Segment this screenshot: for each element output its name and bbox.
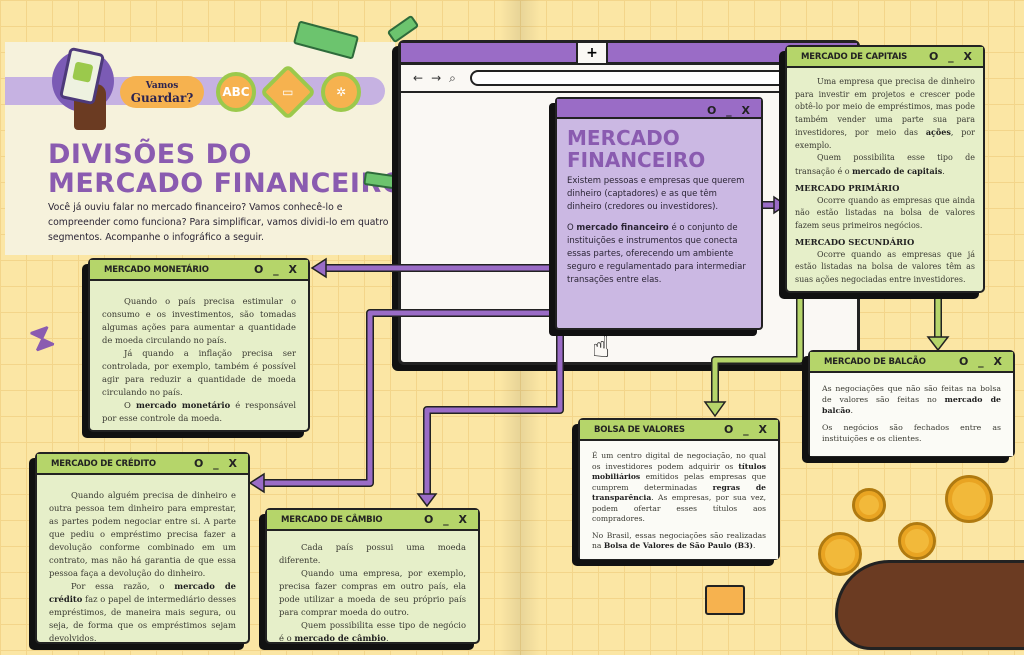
new-tab-button[interactable]: + xyxy=(576,41,608,63)
coin-icon xyxy=(818,532,862,576)
window-mercado-credito: MERCADO DE CRÉDITO O _ X Quando alguém pr… xyxy=(35,452,250,644)
paragraph: É um centro digital de negociação, no qu… xyxy=(592,451,766,523)
folder-icon xyxy=(705,585,745,615)
window-mercado-cambio: MERCADO DE CÂMBIO O _ X Cada país possui … xyxy=(265,508,480,644)
window-controls[interactable]: O _ X xyxy=(254,263,300,276)
open-hand-illustration xyxy=(835,560,1024,650)
paragraph: O mercado monetário é responsável por es… xyxy=(102,400,297,423)
window-controls[interactable]: O _ X xyxy=(724,423,770,436)
section-label-line2: Guardar? xyxy=(130,91,194,105)
window-controls[interactable]: O _ X xyxy=(959,355,1005,368)
window-title: MERCADO DE BALCÃO xyxy=(824,356,926,367)
search-icon[interactable]: ⌕ xyxy=(449,70,456,85)
abc-icon: ABC xyxy=(216,72,256,112)
financeiro-paragraph: Existem pessoas e empresas que querem di… xyxy=(567,176,745,212)
financeiro-title-line1: MERCADO xyxy=(567,126,680,150)
window-bolsa-de-valores: BOLSA DE VALORES O _ X É um centro digita… xyxy=(578,418,780,560)
coin-icon xyxy=(945,475,993,523)
window-title: MERCADO MONETÁRIO xyxy=(104,264,209,275)
window-title: MERCADO DE CÂMBIO xyxy=(281,514,383,525)
paragraph: As negociações que não são feitas na bol… xyxy=(822,384,1001,415)
window-titlebar: O _ X xyxy=(557,99,761,119)
window-mercado-monetario: MERCADO MONETÁRIO O _ X Quando o país pre… xyxy=(88,258,310,432)
window-mercado-capitais: MERCADO DE CAPITAIS O _ X Uma empresa que… xyxy=(785,45,985,293)
subheading-secundario: MERCADO SECUNDÁRIO xyxy=(795,237,915,247)
window-title: BOLSA DE VALORES xyxy=(594,424,685,435)
paragraph: Quando uma empresa, por exemplo, precisa… xyxy=(279,568,466,617)
paragraph: Quem possibilita esse tipo de transação … xyxy=(795,153,975,176)
arrow-to-cambio xyxy=(424,320,563,498)
paragraph: Quem possibilita esse tipo de negócio é … xyxy=(279,620,466,643)
paragraph: Ocorre quando as empresas que já estão l… xyxy=(795,249,975,284)
coin-icon xyxy=(852,488,886,522)
back-arrow-icon[interactable]: ← xyxy=(413,71,424,85)
arrow-to-bolsa xyxy=(712,292,803,405)
paragraph: Por essa razão, o mercado de crédito faz… xyxy=(49,581,237,643)
window-controls[interactable]: O _ X xyxy=(707,104,753,117)
paragraph: Quando o país precisa estimular o consum… xyxy=(102,296,296,345)
title-line2: MERCADO FINANCEIRO xyxy=(48,168,406,199)
paragraph: Ocorre quando as empresas que ainda não … xyxy=(795,195,975,230)
abc-badge-text: ABC xyxy=(222,85,250,99)
browser-tabbar: + xyxy=(401,41,857,65)
subheading-primario: MERCADO PRIMÁRIO xyxy=(795,183,900,193)
paragraph: Cada país possui uma moeda diferente. xyxy=(279,542,466,565)
window-mercado-balcao: MERCADO DE BALCÃO O _ X As negociações qu… xyxy=(808,350,1015,457)
pointer-hand-icon: ☝ xyxy=(592,330,611,365)
paragraph: Os negócios são fechados entre as instit… xyxy=(822,423,1001,443)
paragraph: No Brasil, essas negociações são realiza… xyxy=(592,530,766,551)
coin-icon xyxy=(898,522,936,560)
window-controls[interactable]: O _ X xyxy=(194,457,240,470)
arrow-to-credito xyxy=(258,310,560,486)
paragraph: Já quando a inflação precisa ser control… xyxy=(102,348,296,397)
section-label-line1: Vamos xyxy=(145,81,179,91)
window-title: MERCADO DE CAPITAIS xyxy=(801,51,908,62)
paragraph: Quando alguém precisa de dinheiro e outr… xyxy=(49,490,236,578)
window-controls[interactable]: O _ X xyxy=(424,513,470,526)
window-controls[interactable]: O _ X xyxy=(929,50,975,63)
financeiro-paragraph: O mercado financeiro é o conjunto de ins… xyxy=(567,223,746,285)
intro-text: Você já ouviu falar no mercado financeir… xyxy=(48,202,389,243)
title-line1: DIVISÕES DO xyxy=(48,139,252,170)
financeiro-title-line2: FINANCEIRO xyxy=(567,148,706,172)
gear-compass-icon: ✲ xyxy=(321,72,361,112)
forward-arrow-icon[interactable]: → xyxy=(431,71,442,85)
window-title: MERCADO DE CRÉDITO xyxy=(51,458,156,469)
paragraph: Uma empresa que precisa de dinheiro para… xyxy=(795,77,975,150)
